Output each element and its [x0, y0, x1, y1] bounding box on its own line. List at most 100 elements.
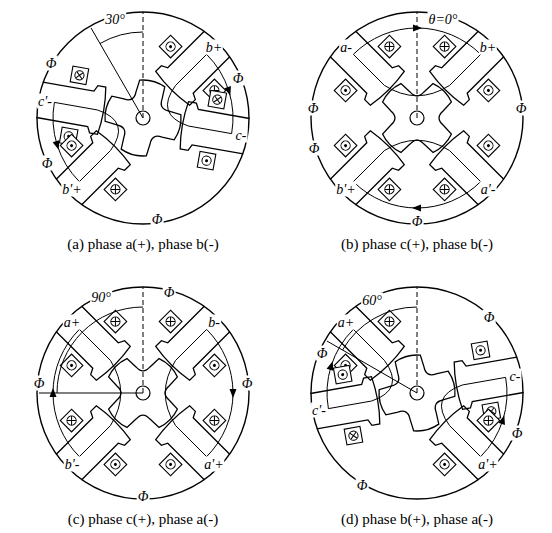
flux-label: Φ	[356, 478, 369, 493]
reference-axis	[143, 287, 144, 393]
current-symbol	[348, 430, 359, 441]
reference-axis	[417, 287, 418, 393]
current-out	[343, 143, 347, 147]
flux-label: Φ	[137, 489, 150, 504]
angle-arc	[57, 307, 143, 393]
coil-side	[378, 310, 401, 333]
current-in	[385, 185, 394, 194]
current-out	[168, 44, 172, 48]
flux-label: Φ	[151, 212, 164, 227]
current-in	[67, 416, 76, 425]
current-symbol	[208, 414, 221, 427]
flux-label: Φ	[316, 346, 329, 361]
current-symbol	[164, 458, 177, 471]
phase-label: b'-	[64, 457, 81, 472]
flux-arrow	[327, 361, 334, 371]
flux-arrow	[412, 205, 421, 212]
flux-path	[441, 377, 507, 456]
flux-label: Φ	[411, 214, 424, 229]
flux-path	[353, 140, 480, 208]
coil-side	[433, 178, 456, 201]
current-symbol	[383, 40, 396, 53]
coil-side	[477, 134, 500, 157]
rotor-axis	[39, 393, 143, 394]
coil-side	[344, 426, 363, 445]
phase-label: c-	[509, 369, 522, 384]
current-symbol	[482, 414, 495, 427]
current-in	[484, 416, 493, 425]
coil-side	[333, 365, 352, 384]
flux-label: Φ	[308, 141, 321, 156]
flux-path	[165, 329, 233, 456]
coil-side	[60, 354, 83, 377]
phase-label: c'-	[37, 94, 53, 109]
current-in	[385, 317, 394, 326]
coil-side	[104, 453, 127, 476]
current-symbol	[65, 139, 78, 152]
current-in	[350, 432, 357, 439]
current-in	[111, 317, 120, 326]
coil-side	[433, 453, 456, 476]
current-symbol	[438, 458, 451, 471]
current-symbol	[65, 414, 78, 427]
current-symbol	[164, 40, 177, 53]
current-in	[440, 42, 449, 51]
current-out	[212, 363, 216, 367]
current-out	[486, 143, 490, 147]
current-symbol	[482, 84, 495, 97]
motor-cross-section	[37, 287, 249, 499]
current-symbol	[109, 458, 122, 471]
coil-side	[378, 35, 401, 58]
phase-label: c-	[235, 128, 248, 143]
coil-side	[70, 66, 89, 85]
current-out	[486, 88, 490, 92]
coil-side	[334, 79, 357, 102]
current-in	[111, 185, 120, 194]
reference-axis	[143, 12, 144, 118]
coil-side	[104, 178, 127, 201]
current-in	[76, 72, 83, 79]
current-out	[69, 143, 73, 147]
current-in	[210, 416, 219, 425]
current-in	[166, 317, 175, 326]
rotor-axis	[327, 341, 417, 393]
coil-side	[197, 151, 216, 170]
current-symbol	[383, 183, 396, 196]
current-symbol	[383, 315, 396, 328]
flux-label: Φ	[483, 310, 496, 325]
rotor-axis	[91, 28, 143, 118]
coil-side	[159, 310, 182, 333]
current-symbol	[482, 139, 495, 152]
current-symbol	[438, 40, 451, 53]
current-symbol	[438, 183, 451, 196]
phase-label: b-	[207, 315, 221, 330]
current-symbol	[201, 155, 212, 166]
current-out	[69, 363, 73, 367]
flux-label: Φ	[33, 376, 46, 391]
motor-cross-section	[307, 287, 527, 499]
current-out	[442, 462, 446, 466]
current-in	[385, 42, 394, 51]
caption: (d) phase b(+), phase a(-)	[341, 511, 493, 528]
current-out	[205, 159, 208, 162]
phase-label: a'+	[477, 457, 498, 472]
current-symbol	[337, 369, 348, 380]
phase-label: a'+	[203, 457, 224, 472]
flux-arrow	[498, 415, 505, 425]
flux-label: Φ	[241, 376, 254, 391]
phase-label: b'+	[61, 182, 82, 197]
current-symbol	[164, 315, 177, 328]
current-symbol	[212, 94, 223, 105]
current-symbol	[339, 139, 352, 152]
current-symbol	[74, 70, 85, 81]
coil-side	[433, 35, 456, 58]
coil-side	[203, 354, 226, 377]
angle-label: 90°	[90, 290, 112, 305]
coil-side	[203, 409, 226, 432]
current-symbol	[109, 315, 122, 328]
current-out	[168, 462, 172, 466]
current-symbol	[339, 84, 352, 97]
phase-label: a-	[339, 40, 353, 55]
